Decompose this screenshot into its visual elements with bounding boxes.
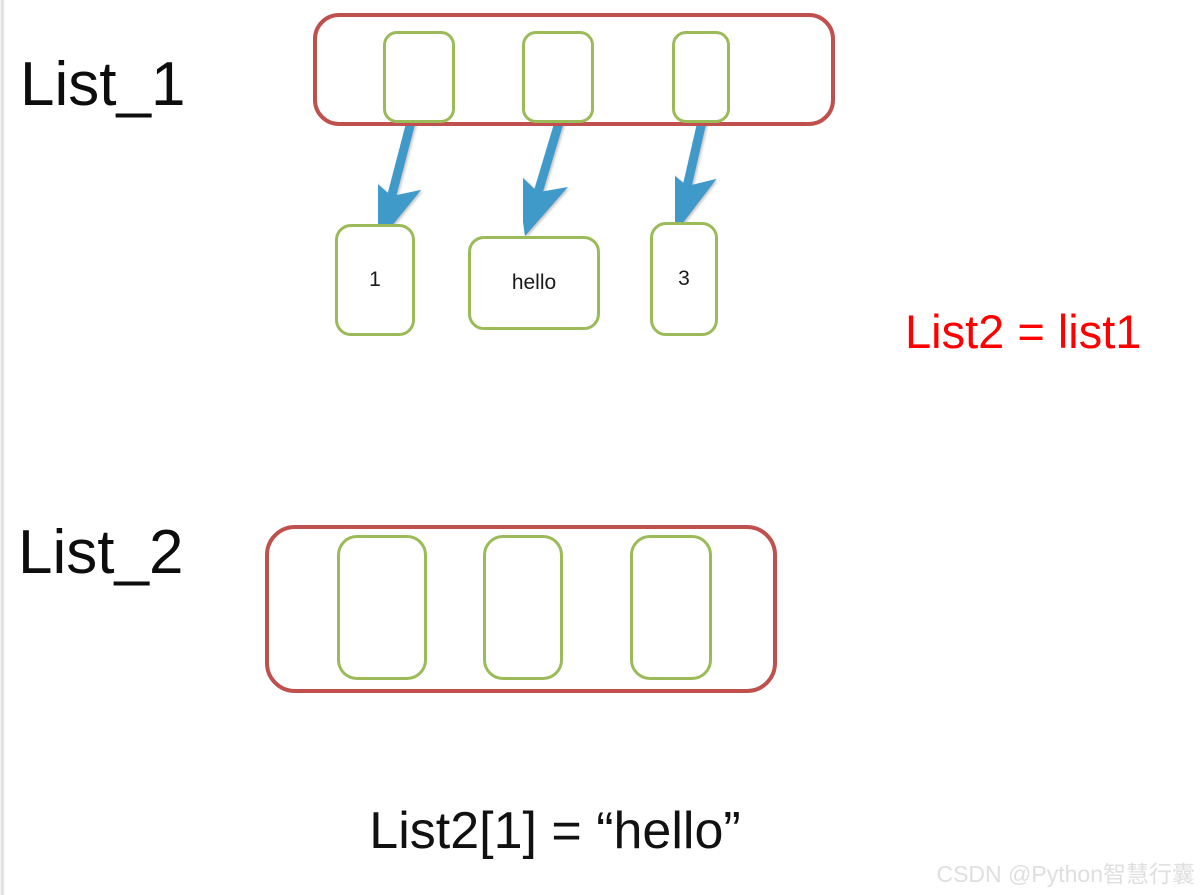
assignment-note: List2 = list1	[905, 305, 1142, 358]
watermark: CSDN @Python智慧行囊	[936, 861, 1195, 887]
caption-text: List2[1] = “hello”	[369, 802, 741, 860]
list1-container[interactable]	[313, 13, 835, 126]
value-cell-1[interactable]: hello	[468, 236, 600, 330]
list2-label: List_2	[18, 518, 184, 587]
value-cell-0[interactable]: 1	[335, 224, 415, 336]
list1-label: List_1	[20, 50, 186, 119]
list2-container[interactable]	[265, 525, 777, 693]
reference-arrow-list1-slot0	[368, 116, 422, 241]
list1-slot-2[interactable]	[672, 31, 730, 123]
reference-arrow-list1-slot1	[516, 114, 568, 237]
list2-slot-2[interactable]	[630, 535, 712, 680]
list1-slot-0[interactable]	[383, 31, 455, 123]
list2-slot-0[interactable]	[337, 535, 427, 680]
list2-slot-1[interactable]	[483, 535, 563, 680]
value-cell-2[interactable]: 3	[650, 222, 718, 336]
left-edge-strip	[0, 0, 5, 895]
list1-slot-1[interactable]	[522, 31, 594, 123]
